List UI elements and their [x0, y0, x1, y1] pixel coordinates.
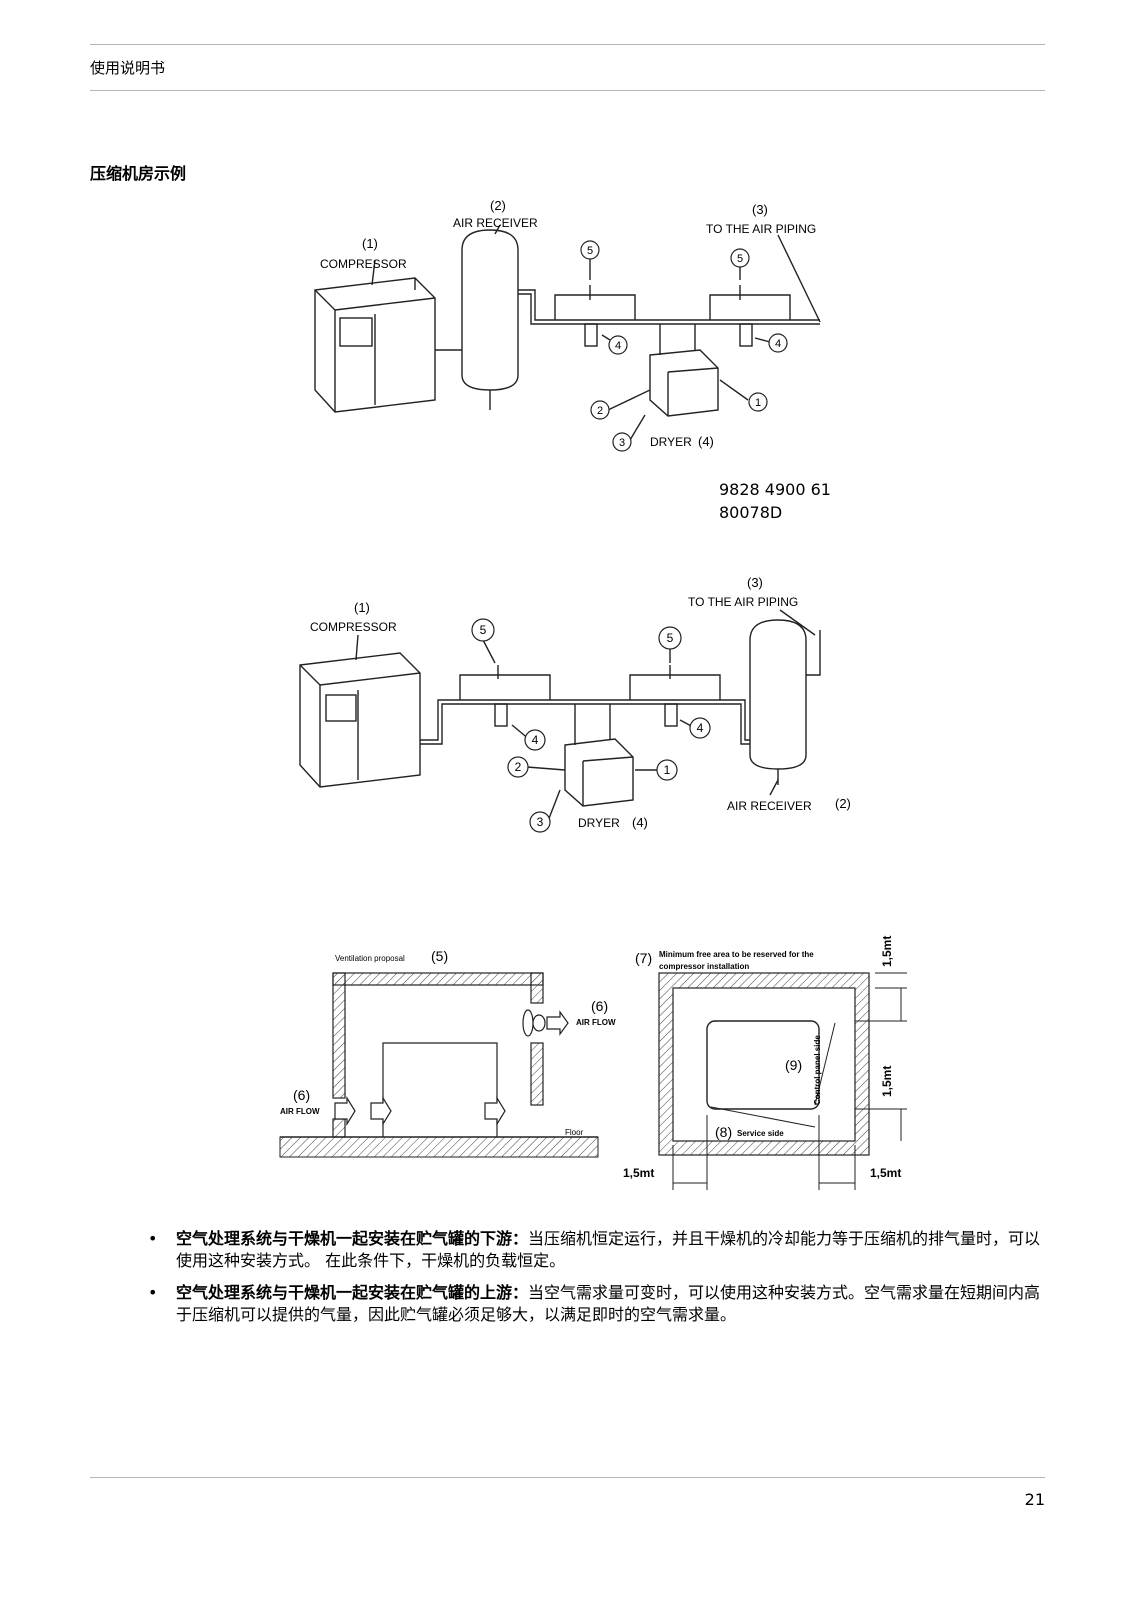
callout-5b: 5 [667, 631, 674, 645]
vent-number: (5) [431, 948, 448, 964]
diagram-ventilation-free-area: Ventilation proposal (5) (6) AIR FLOW (6… [279, 936, 907, 1190]
callout-1: 1 [664, 763, 671, 777]
receiver-number: (2) [835, 796, 851, 811]
dim-bottom-left: 1,5mt [623, 1166, 654, 1180]
airflow-label-right: AIR FLOW [576, 1018, 616, 1027]
diagram-upstream-installation: 5 5 4 4 1 2 3 (1) COMPRESSOR (3) TO THE … [299, 575, 851, 833]
dim-top-right: 1,5mt [880, 936, 894, 967]
dim-bottom-right: 1,5mt [870, 1166, 901, 1180]
piping-number: (3) [747, 575, 763, 590]
airflow-number-right: (6) [591, 998, 608, 1014]
dryer-number: (4) [698, 434, 714, 449]
footer-rule [90, 1477, 1045, 1478]
dryer-number: (4) [632, 815, 648, 830]
dryer-label: DRYER [578, 816, 620, 830]
service-number: (8) [715, 1124, 732, 1140]
header-bottom-rule [90, 90, 1045, 91]
callout-5b: 5 [737, 253, 743, 265]
floor-label: Floor [565, 1128, 584, 1137]
dim-mid-right: 1,5mt [880, 1066, 894, 1097]
diagram-downstream-installation: 5 5 4 4 1 2 3 (1) COMPRESSOR (2) AIR REC… [314, 198, 821, 452]
callout-4a: 4 [532, 733, 539, 747]
list-item: • 空气处理系统与干燥机一起安装在贮气罐的上游：当空气需求量可变时，可以使用这种… [148, 1282, 1048, 1326]
diagram-code-1: 9828 4900 61 [719, 480, 831, 499]
compressor-number: (1) [362, 236, 378, 251]
service-label: Service side [737, 1129, 784, 1138]
receiver-number: (2) [490, 198, 506, 213]
callout-3: 3 [537, 815, 544, 829]
bullet-text: 当空气需求量可变时，可以使用这种安装方式。空气需求量在短期间内高于压缩机可以提供… [176, 1283, 1041, 1324]
compressor-label: COMPRESSOR [310, 620, 397, 634]
compressor-number: (1) [354, 600, 370, 615]
piping-label: TO THE AIR PIPING [688, 595, 798, 609]
piping-label: TO THE AIR PIPING [706, 222, 816, 236]
bullet-text: 当压缩机恒定运行，并且干燥机的冷却能力等于压缩机的排气量时，可以使用这种安装方式… [176, 1229, 1041, 1270]
bullet-list: • 空气处理系统与干燥机一起安装在贮气罐的下游：当压缩机恒定运行，并且干燥机的冷… [148, 1228, 1048, 1336]
callout-4b: 4 [697, 721, 704, 735]
min-area-number: (7) [635, 950, 652, 966]
airflow-number-left: (6) [293, 1087, 310, 1103]
diagram-code-2: 80078D [719, 503, 783, 522]
callout-2: 2 [597, 405, 603, 417]
callout-4b: 4 [775, 338, 781, 350]
compressor-label: COMPRESSOR [320, 257, 407, 271]
receiver-label: AIR RECEIVER [727, 799, 812, 813]
min-area-line2: compressor installation [659, 962, 749, 971]
control-label: Control panel side [813, 1035, 822, 1105]
callout-2: 2 [515, 760, 522, 774]
min-area-line1: Minimum free area to be reserved for the [659, 950, 814, 959]
callout-4a: 4 [615, 340, 621, 352]
dryer-label: DRYER [650, 435, 692, 449]
page-number: 21 [1024, 1490, 1045, 1509]
bullet-heading: 空气处理系统与干燥机一起安装在贮气罐的下游： [176, 1229, 529, 1248]
callout-1: 1 [755, 397, 761, 409]
header-top-rule [90, 44, 1045, 45]
control-number: (9) [785, 1057, 802, 1073]
bullet-heading: 空气处理系统与干燥机一起安装在贮气罐的上游： [176, 1283, 529, 1302]
list-item: • 空气处理系统与干燥机一起安装在贮气罐的下游：当压缩机恒定运行，并且干燥机的冷… [148, 1228, 1048, 1272]
receiver-label: AIR RECEIVER [453, 216, 538, 230]
callout-5a: 5 [587, 245, 593, 257]
header-title: 使用说明书 [90, 59, 166, 77]
callout-3: 3 [619, 437, 625, 449]
callout-5a: 5 [480, 623, 487, 637]
airflow-label-left: AIR FLOW [280, 1107, 320, 1116]
bullet-dot-icon: • [148, 1283, 158, 1302]
vent-label: Ventilation proposal [335, 954, 405, 963]
section-title: 压缩机房示例 [90, 164, 187, 183]
bullet-dot-icon: • [148, 1229, 158, 1248]
piping-number: (3) [752, 202, 768, 217]
